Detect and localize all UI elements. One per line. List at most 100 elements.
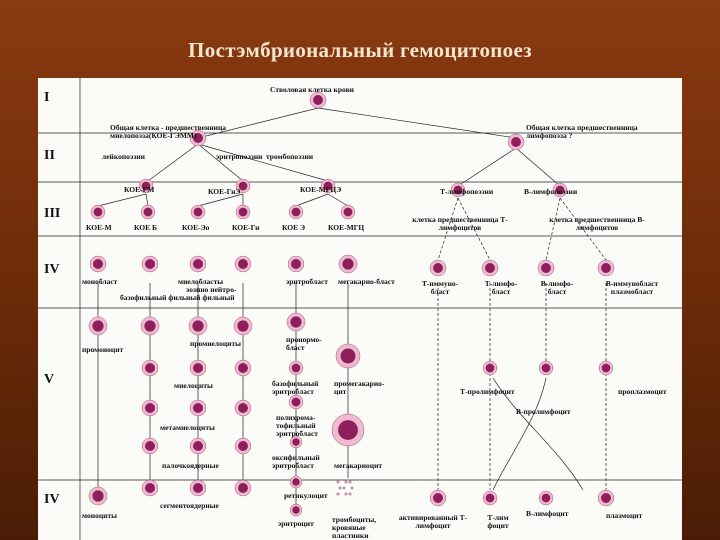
- stage-label-iv: IV: [44, 262, 60, 277]
- label-t-precursor: клетка предшественница Т-лимфоцитов: [412, 215, 508, 232]
- label-oxyphilic: оксифильный эритробласт: [272, 453, 320, 470]
- label-t-lymphopoiesis: Т-лимфопоэзни: [440, 187, 494, 196]
- hematopoiesis-diagram: I II III IV V IV Стволовая клетка крови …: [38, 78, 682, 540]
- label-polychromatophilic: полихрома-тофильный эритробласт: [276, 413, 318, 438]
- lympho-progenitor-cell: [507, 133, 525, 151]
- label-myelo-progenitor: Общая клетка - предшественница миелопоэз…: [110, 123, 227, 140]
- label-myeloblasts: миелобласты: [178, 277, 224, 286]
- promyelocyte-b-cell: [140, 316, 160, 336]
- myelocyte-b-cell: [141, 359, 159, 377]
- basophil-blast-cell: [141, 255, 159, 273]
- koe-gn-cell: [235, 204, 251, 220]
- b-lymphocyte-cell: [538, 490, 554, 506]
- label-basophilic-erythroblast: базофильный эритробласт: [272, 379, 319, 396]
- platelet-fragment: [350, 486, 354, 490]
- label-reticulocyte: ретикулоцит: [284, 491, 328, 500]
- label-platelets: тромбоциты, кровяные пластинки: [332, 515, 377, 540]
- polychromatophilic-cell: [288, 394, 304, 410]
- platelet-fragment: [348, 492, 352, 496]
- label-megakaryocyte: мегакариоцит: [334, 461, 383, 470]
- label-koe-b: КОЕ Б: [134, 223, 157, 232]
- label-promegakaryocyte: промегакарио-цит: [334, 379, 385, 396]
- platelet-fragment: [336, 480, 340, 484]
- platelet-fragment: [344, 480, 348, 484]
- promyelocyte-n-cell: [233, 316, 253, 336]
- metamyelocyte-n-cell: [234, 399, 252, 417]
- label-koe-eo: КОЕ-Эо: [182, 223, 210, 232]
- label-monoblast: монобласт: [82, 277, 118, 286]
- monocyte-cell: [88, 486, 108, 506]
- metamyelocyte-e-cell: [189, 399, 207, 417]
- label-segmented: сегментоядерные: [160, 501, 219, 510]
- promyelocyte-e-cell: [188, 316, 208, 336]
- pronormoblast-cell: [286, 312, 306, 332]
- label-monocytes: моноциты: [82, 511, 118, 520]
- label-pronormoblast: пронормо-бласт: [286, 335, 322, 352]
- label-t-lymphoblast: Т-лимфо-бласт: [484, 279, 518, 296]
- label-koe-gn: КОЕ-Гн: [232, 223, 260, 232]
- platelet-fragment: [338, 486, 342, 490]
- b-precursor-cell: [552, 182, 568, 198]
- band-e-cell: [189, 437, 207, 455]
- stage-label-iv-final: IV: [44, 492, 60, 507]
- slide-title: Постэмбриональный гемоцитопоез: [188, 38, 532, 62]
- label-koe-m: КОЕ-М: [86, 223, 112, 232]
- koe-eo-cell: [190, 204, 206, 220]
- koe-e-cell: [288, 204, 304, 220]
- diagram-lines: [38, 78, 682, 540]
- label-leukopoiesis: лейкопоэзни: [102, 152, 145, 161]
- label-koe-gm: КОЕ-ГМ: [124, 185, 155, 194]
- t-immunoblast-cell: [429, 259, 447, 277]
- promegakaryocyte-cell: [335, 343, 361, 369]
- t-memory-cell: [482, 490, 498, 506]
- band-b-cell: [141, 437, 159, 455]
- label-erythropoiesis: эритропоэзни: [216, 152, 263, 161]
- megakaryoblast-cell: [338, 254, 358, 274]
- label-koe-geo: КОЕ-ГнЭ: [208, 187, 241, 196]
- koe-mgc-cell: [340, 204, 356, 220]
- label-metamyelocytes: метамиелоциты: [160, 423, 215, 432]
- label-b-lymphopoiesis: В-лимфопоэзни: [524, 187, 578, 196]
- t-lymphoblast-cell: [481, 259, 499, 277]
- label-plasmocyte: плазмоцит: [606, 511, 643, 520]
- label-activated-t: активированный Т-лимфоцит: [398, 513, 468, 530]
- label-myelocytes: миелоциты: [174, 381, 213, 390]
- koe-m-cell: [90, 204, 106, 220]
- label-b-lymphocyte: В-лимфоцит: [526, 509, 569, 518]
- stage-label-ii: II: [44, 148, 55, 163]
- megakaryocyte-cell: [331, 413, 365, 447]
- platelet-fragment: [342, 486, 346, 490]
- stem-cell: [309, 91, 327, 109]
- segmented-e-cell: [189, 479, 207, 497]
- label-b-precursor: клетка предшественница В-лимфоцитов: [549, 215, 645, 232]
- segmented-n-cell: [234, 479, 252, 497]
- t-prolymphocyte-cell: [482, 360, 498, 376]
- label-t-immunoblast: Т-иммуно-бласт: [421, 279, 459, 296]
- oxyphilic-cell: [289, 435, 303, 449]
- myelo-progenitor-cell: [189, 129, 207, 147]
- b-lymphoblast-cell: [537, 259, 555, 277]
- label-b-immunoblast: В-иммунобласт плазмобласт: [605, 279, 659, 296]
- koe-geo-cell: [235, 178, 251, 194]
- b-immunoblast-cell: [597, 259, 615, 277]
- activated-t-cell: [429, 489, 447, 507]
- label-stem-cell: Стволовая клетка крови: [270, 85, 354, 94]
- erythrocyte-cell: [289, 503, 303, 517]
- label-koe-mgc: КОЕ-МГЦ: [328, 223, 365, 232]
- label-proplasmocyte: проплазмоцит: [618, 387, 667, 396]
- myelocyte-n-cell: [234, 359, 252, 377]
- label-erythroblast: эритробласт: [286, 277, 328, 286]
- stage-label-iii: III: [44, 206, 61, 221]
- basophilic-erythro-cell: [288, 360, 304, 376]
- koe-b-cell: [140, 204, 156, 220]
- label-t-memory: Т-лим фоцит: [487, 513, 509, 530]
- metamyelocyte-b-cell: [141, 399, 159, 417]
- stage-label-i: I: [44, 90, 50, 105]
- segmented-b-cell: [141, 479, 159, 497]
- promonocyte-cell: [88, 316, 108, 336]
- plasmocyte-cell: [597, 489, 615, 507]
- koe-gm-cell: [138, 178, 154, 194]
- eosin-blast-cell: [189, 255, 207, 273]
- erythroblast-cell: [287, 255, 305, 273]
- label-eosin-neutro: эозино нейтро-: [186, 285, 237, 294]
